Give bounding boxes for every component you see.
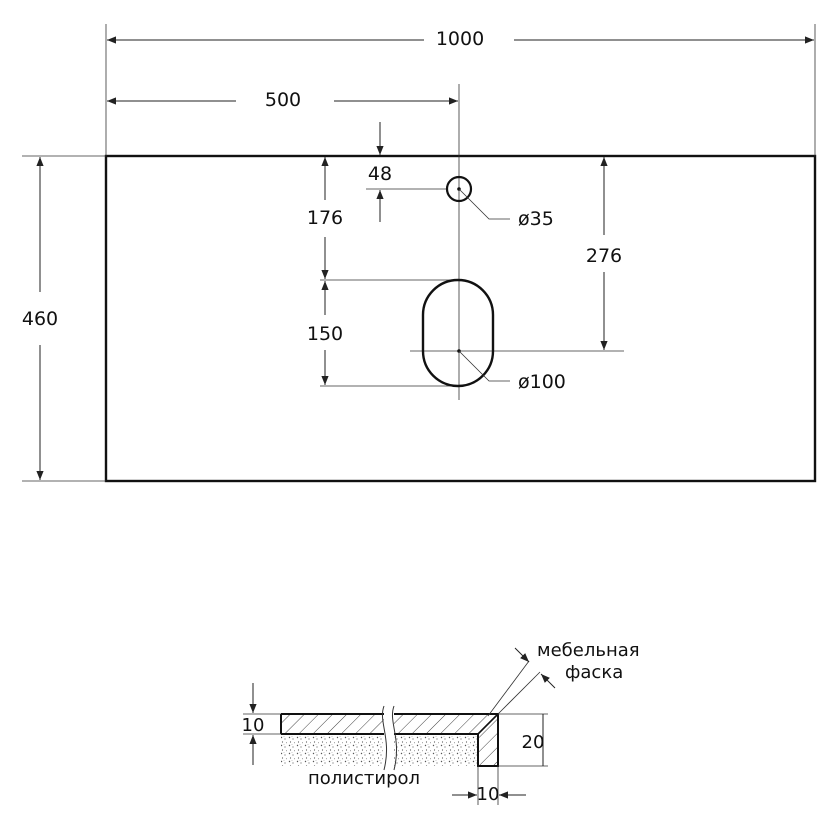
half-width-label: 500 xyxy=(265,89,301,111)
faucet-offset-dimension: 48 xyxy=(366,122,446,222)
chamfer-leader: мебельная фаска xyxy=(487,640,640,717)
drain-height-label: 150 xyxy=(307,323,343,345)
top-view: 1000 500 460 48 ø35 xyxy=(22,24,817,483)
drain-height-dimension: 150 xyxy=(307,281,459,387)
faucet-hole-diameter-label: ø35 xyxy=(518,208,554,230)
total-thickness-dimension: 20 xyxy=(498,713,548,767)
chamfer-label-line1: мебельная xyxy=(537,640,640,661)
depth-dimension: 460 xyxy=(22,157,58,480)
faucet-to-drain-dimension: 176 xyxy=(307,157,459,281)
width-label: 1000 xyxy=(436,28,484,50)
polystyrene-filler xyxy=(281,736,384,766)
section-view: 10 20 10 мебельная фаска полистирол xyxy=(242,640,640,805)
faucet-to-drain-label: 176 xyxy=(307,207,343,229)
chamfer-label-line2: фаска xyxy=(565,662,623,683)
faucet-hole xyxy=(445,175,473,203)
total-thickness-label: 20 xyxy=(522,732,545,753)
top-layer-label: 10 xyxy=(242,715,265,736)
filler-label: полистирол xyxy=(308,768,420,789)
drain-diameter-label: ø100 xyxy=(518,371,566,393)
countertop-outline xyxy=(104,154,817,483)
front-to-drain-dimension: 276 xyxy=(410,157,624,352)
half-width-dimension: 500 xyxy=(107,89,458,111)
depth-label: 460 xyxy=(22,308,58,330)
top-layer-dimension: 10 xyxy=(242,683,281,765)
front-to-drain-label: 276 xyxy=(586,245,622,267)
drain-opening xyxy=(421,278,495,388)
edge-width-dimension: 10 xyxy=(452,766,526,805)
width-dimension: 1000 xyxy=(107,28,814,50)
edge-width-label: 10 xyxy=(477,784,500,805)
faucet-offset-label: 48 xyxy=(368,163,392,185)
